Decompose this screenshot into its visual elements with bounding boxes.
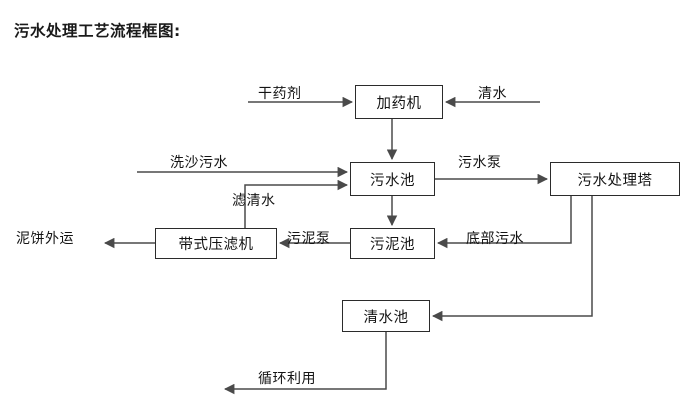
edge-label-filtrate-return: 滤清水 (232, 193, 276, 209)
edge-label-sludge-pump: 污泥泵 (287, 231, 331, 247)
node-label: 污水处理塔 (577, 172, 653, 189)
edge-label-recycle-use: 循环利用 (258, 371, 316, 387)
node-wastewater-pool[interactable]: 污水池 (350, 162, 435, 196)
node-label: 污水池 (370, 172, 415, 189)
edge-recycle-use (223, 332, 387, 395)
edge-label-mud-cake-out: 泥饼外运 (16, 231, 74, 247)
node-sludge-pool[interactable]: 污泥池 (350, 228, 435, 259)
node-dosing-machine[interactable]: 加药机 (355, 85, 443, 119)
node-label: 污泥池 (370, 237, 415, 253)
edge-label-sand-wash-sewage-in: 洗沙污水 (170, 155, 228, 171)
edge-label-bottom-sewage: 底部污水 (466, 231, 524, 247)
node-clean-water-pool[interactable]: 清水池 (342, 300, 430, 332)
node-label: 带式压滤机 (178, 237, 254, 253)
edge-label-sewage-pump: 污水泵 (458, 155, 502, 171)
node-treatment-tower[interactable]: 污水处理塔 (550, 162, 680, 196)
edge-label-clean-water-in: 清水 (478, 86, 507, 102)
node-belt-filter-press[interactable]: 带式压滤机 (155, 228, 277, 259)
node-label: 加药机 (376, 95, 422, 112)
edge-bottom-sewage (436, 196, 572, 249)
edge-filtrate-return (244, 179, 349, 228)
edge-tower-to-clean-water (431, 196, 593, 322)
page-title: 污水处理工艺流程框图: (14, 22, 181, 40)
node-label: 清水池 (363, 309, 409, 326)
edge-label-dry-chemical-in: 干药剂 (258, 86, 302, 102)
